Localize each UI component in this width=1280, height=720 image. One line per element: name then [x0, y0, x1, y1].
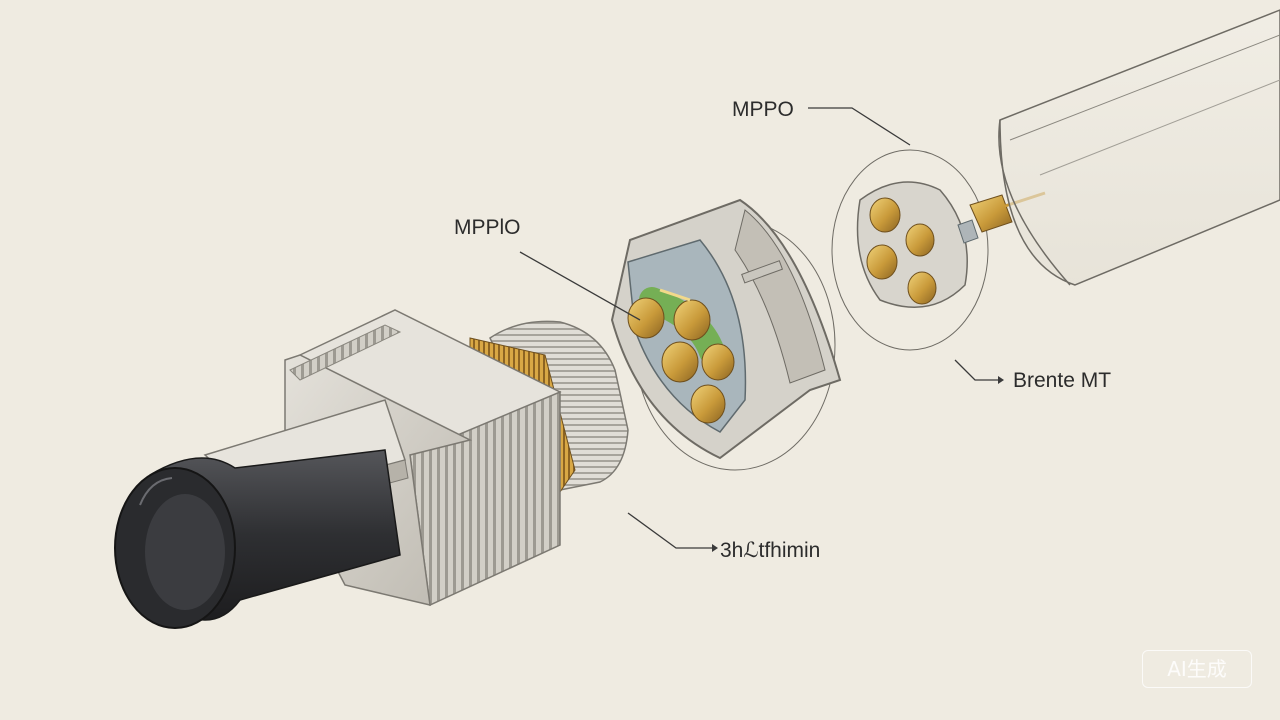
- leader-right: [954, 359, 998, 381]
- label-top-right: MPPO: [732, 98, 794, 121]
- ferrule-outline-ellipse: [831, 149, 989, 351]
- ferrule-stem: [957, 219, 979, 244]
- leader-bottom: [627, 512, 712, 549]
- leader-lines: [519, 107, 1004, 552]
- housing-top-ridge: [289, 324, 402, 381]
- brass-ferrule: [969, 194, 1013, 233]
- pin-cluster-middle: [627, 288, 735, 424]
- label-right: Brente MT: [1013, 369, 1111, 392]
- boot-inner: [145, 494, 225, 610]
- transparent-tube: [998, 9, 1280, 286]
- leader-top-right: [808, 107, 911, 146]
- leader-center: [519, 251, 641, 321]
- housing-cutaway: [610, 198, 842, 471]
- main-connector-assembly: [114, 309, 629, 629]
- label-bottom: 3hℒtfhimin: [720, 539, 820, 562]
- pin-cluster-right: [866, 197, 937, 305]
- label-center: MPPlO: [454, 216, 521, 239]
- ai-generated-watermark: AI生成: [1142, 650, 1252, 688]
